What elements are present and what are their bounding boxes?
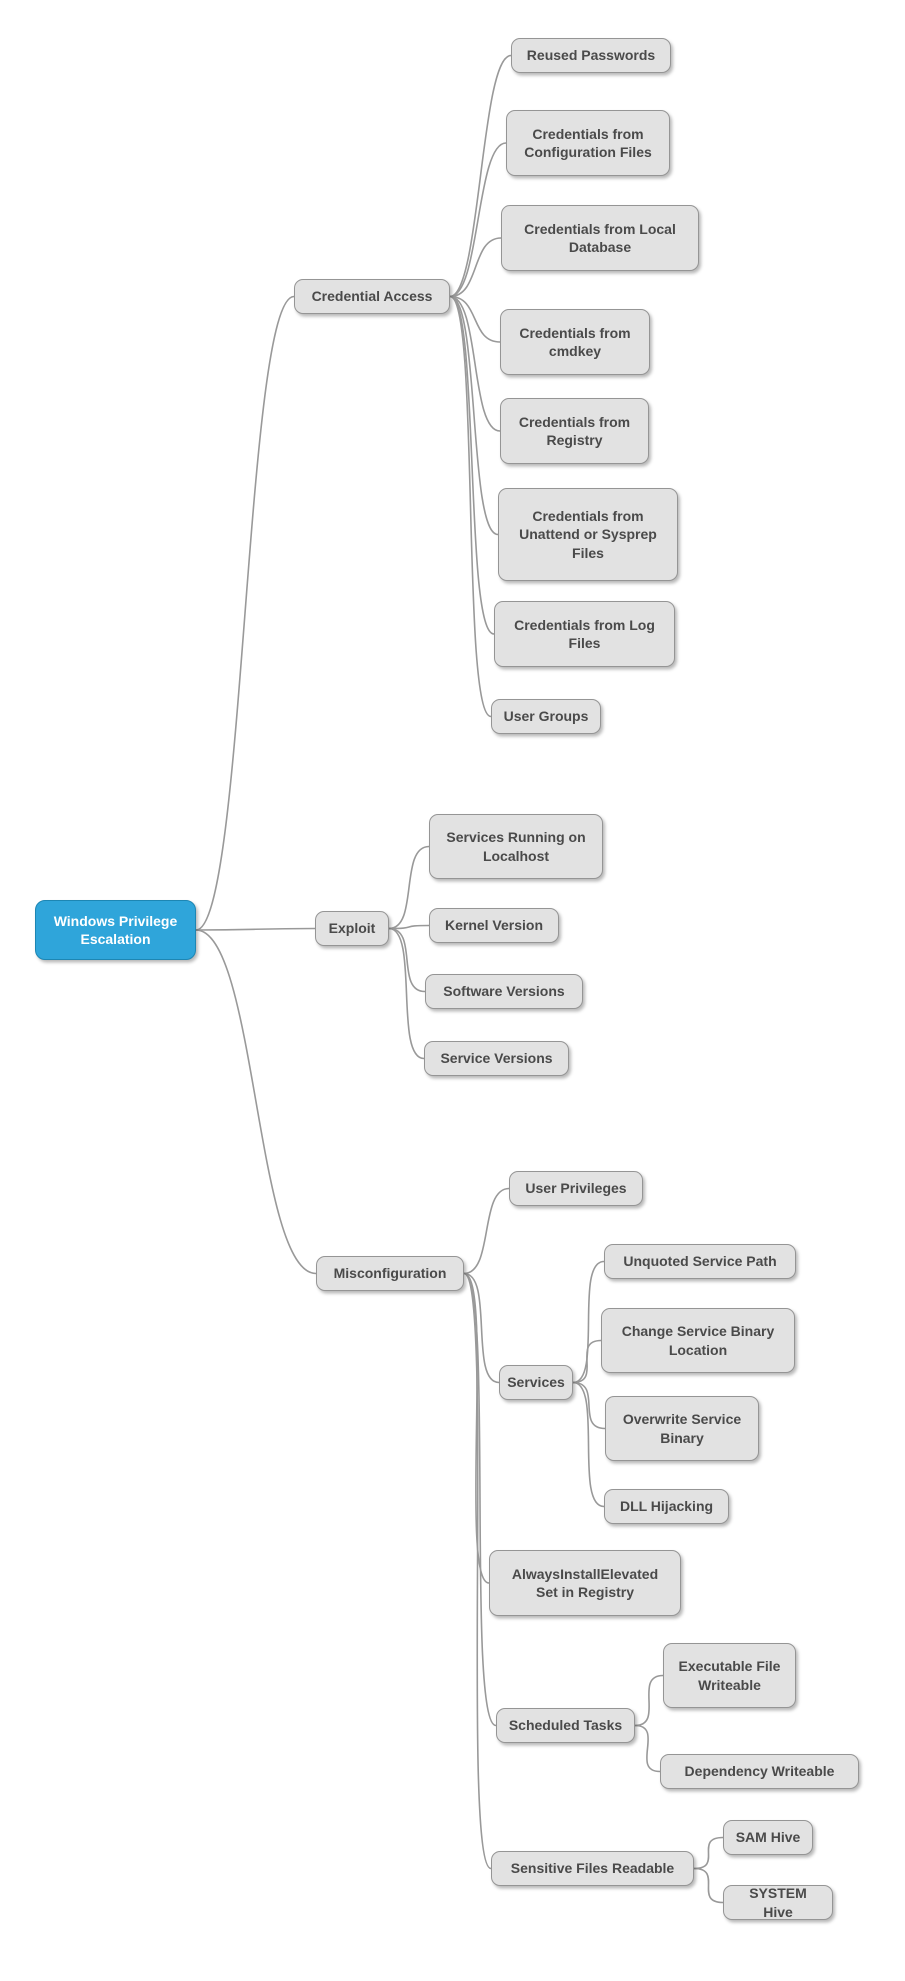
node-kernel-version[interactable]: Kernel Version: [429, 908, 559, 943]
node-misconfiguration[interactable]: Misconfiguration: [316, 1256, 464, 1291]
connector: [388, 924, 430, 930]
connector: [449, 295, 495, 635]
connector: [449, 142, 507, 298]
connector: [693, 1836, 724, 1870]
node-user-privileges[interactable]: User Privileges: [509, 1171, 643, 1206]
connector: [388, 927, 425, 1060]
connector: [572, 1381, 606, 1430]
node-software-versions[interactable]: Software Versions: [425, 974, 583, 1009]
node-credentials-from-unattend-or-sysprep-files[interactable]: Credentials from Unattend or Sysprep Fil…: [498, 488, 678, 581]
node-reused-passwords[interactable]: Reused Passwords: [511, 38, 671, 73]
node-change-service-binary-location[interactable]: Change Service Binary Location: [601, 1308, 795, 1373]
connector: [388, 927, 426, 993]
node-services[interactable]: Services: [499, 1365, 573, 1400]
node-executable-file-writeable[interactable]: Executable File Writeable: [663, 1643, 796, 1708]
node-credentials-from-local-database[interactable]: Credentials from Local Database: [501, 205, 699, 271]
connector: [449, 237, 502, 298]
node-services-running-on-localhost[interactable]: Services Running on Localhost: [429, 814, 603, 879]
node-service-versions[interactable]: Service Versions: [424, 1041, 569, 1076]
connector: [463, 1272, 500, 1384]
connector: [195, 927, 316, 931]
connector: [572, 1339, 602, 1384]
connector: [634, 1724, 661, 1773]
node-dll-hijacking[interactable]: DLL Hijacking: [604, 1489, 729, 1524]
node-overwrite-service-binary[interactable]: Overwrite Service Binary: [605, 1396, 759, 1461]
node-user-groups[interactable]: User Groups: [491, 699, 601, 734]
connector: [195, 929, 317, 1275]
node-sam-hive[interactable]: SAM Hive: [723, 1820, 813, 1855]
node-credentials-from-cmdkey[interactable]: Credentials from cmdkey: [500, 309, 650, 375]
node-alwaysinstallelevated-set-in-registry[interactable]: AlwaysInstallElevated Set in Registry: [489, 1550, 681, 1616]
node-exploit[interactable]: Exploit: [315, 911, 389, 946]
connector: [449, 295, 501, 343]
connector: [463, 1272, 492, 1870]
connector: [195, 295, 295, 931]
node-credentials-from-configuration-files[interactable]: Credentials from Configuration Files: [506, 110, 670, 176]
node-sensitive-files-readable[interactable]: Sensitive Files Readable: [491, 1851, 694, 1886]
node-dependency-writeable[interactable]: Dependency Writeable: [660, 1754, 859, 1789]
connector: [449, 295, 492, 718]
node-unquoted-service-path[interactable]: Unquoted Service Path: [604, 1244, 796, 1279]
connector: [449, 295, 501, 432]
connector: [388, 845, 430, 930]
node-scheduled-tasks[interactable]: Scheduled Tasks: [496, 1708, 635, 1743]
node-credentials-from-log-files[interactable]: Credentials from Log Files: [494, 601, 675, 667]
node-credential-access[interactable]: Credential Access: [294, 279, 450, 314]
node-credentials-from-registry[interactable]: Credentials from Registry: [500, 398, 649, 464]
connector: [463, 1187, 510, 1275]
node-root[interactable]: Windows Privilege Escalation: [35, 900, 196, 960]
connector: [572, 1260, 605, 1384]
connector: [634, 1674, 664, 1727]
connector: [693, 1867, 724, 1904]
connector: [449, 54, 512, 298]
connector: [572, 1381, 605, 1508]
connector: [463, 1272, 497, 1727]
connector: [449, 295, 499, 536]
node-system-hive[interactable]: SYSTEM Hive: [723, 1885, 833, 1920]
